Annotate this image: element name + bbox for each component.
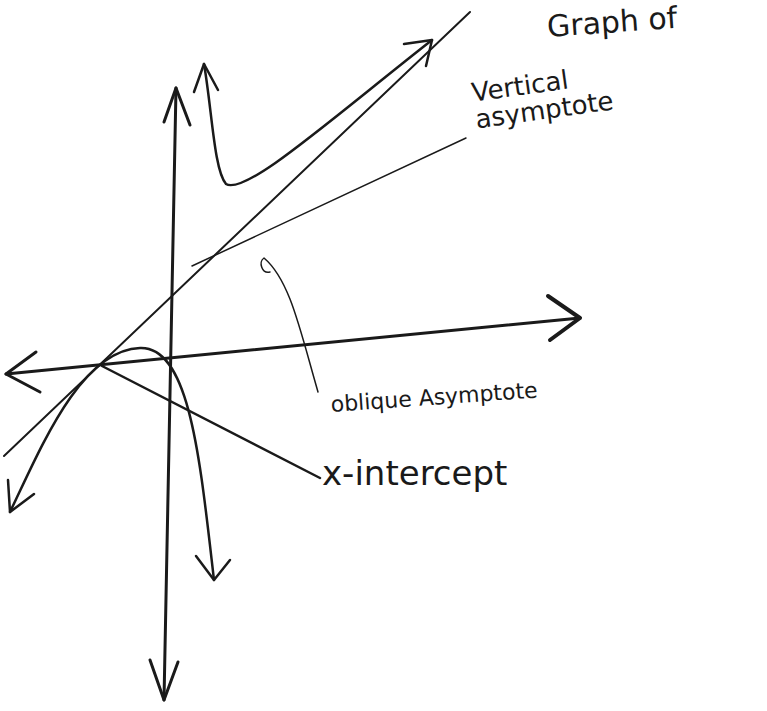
annotation-label: x-intercept [322,456,507,490]
curve-arrow [404,40,432,66]
annotation-label: Vertical asymptote [470,61,616,135]
axis-arrow [150,660,178,700]
x-axis [6,318,580,374]
annotation-label: oblique Asymptote [330,380,538,416]
curve-branch [204,40,432,185]
curve-arrow [8,480,34,512]
leader-line [192,138,466,266]
y-axis [164,88,176,700]
curve-arrow [194,64,218,92]
axis-arrow [164,88,190,125]
axis-arrow [6,352,40,392]
title-note: Graph of [546,3,678,42]
axis-arrow [548,296,580,340]
curve-branch [10,348,214,580]
curve-arrow [196,556,230,580]
leader-line [102,366,320,478]
leader-line [261,258,318,392]
